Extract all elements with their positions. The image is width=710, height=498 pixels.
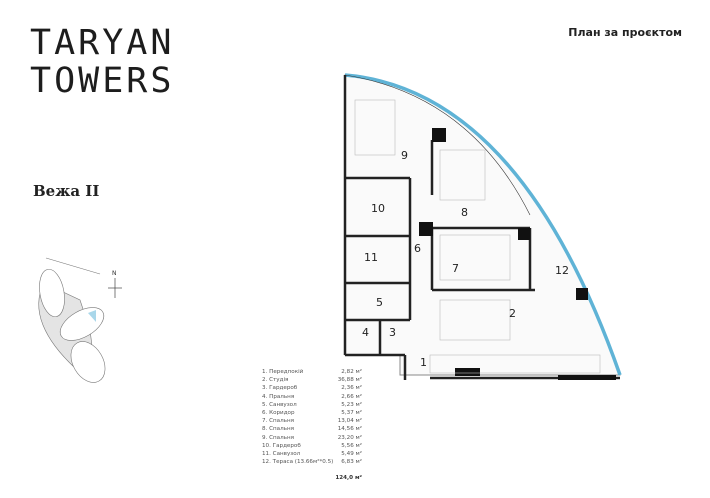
north-label: N bbox=[112, 270, 117, 277]
site-map bbox=[38, 257, 106, 383]
room-number: 12 bbox=[555, 264, 569, 277]
room-number: 4 bbox=[362, 326, 369, 339]
room-number: 1 bbox=[420, 356, 427, 369]
room-number: 8 bbox=[461, 206, 468, 219]
room-numbers: 1 2 3 4 5 6 7 8 9 10 11 12 bbox=[362, 149, 569, 369]
room-number: 5 bbox=[376, 296, 383, 309]
room-number: 2 bbox=[509, 307, 516, 320]
room-number: 11 bbox=[364, 251, 378, 264]
tower-label: Вежа II bbox=[33, 182, 100, 200]
total-area: 124,0 м² bbox=[335, 475, 362, 482]
room-number: 10 bbox=[371, 202, 385, 215]
plan-title: План за проєктом bbox=[568, 26, 682, 39]
room-number: 9 bbox=[401, 149, 408, 162]
legend-row: 12. Тераса (13.66м²*0.5)6,83 м² bbox=[262, 459, 362, 466]
logo: TARYAN TOWERS bbox=[30, 23, 175, 101]
glazing bbox=[344, 73, 622, 376]
room-number: 3 bbox=[389, 326, 396, 339]
room-number: 6 bbox=[414, 242, 421, 255]
room-number: 7 bbox=[452, 262, 459, 275]
compass-icon bbox=[108, 278, 122, 298]
floor-plan bbox=[343, 73, 622, 380]
